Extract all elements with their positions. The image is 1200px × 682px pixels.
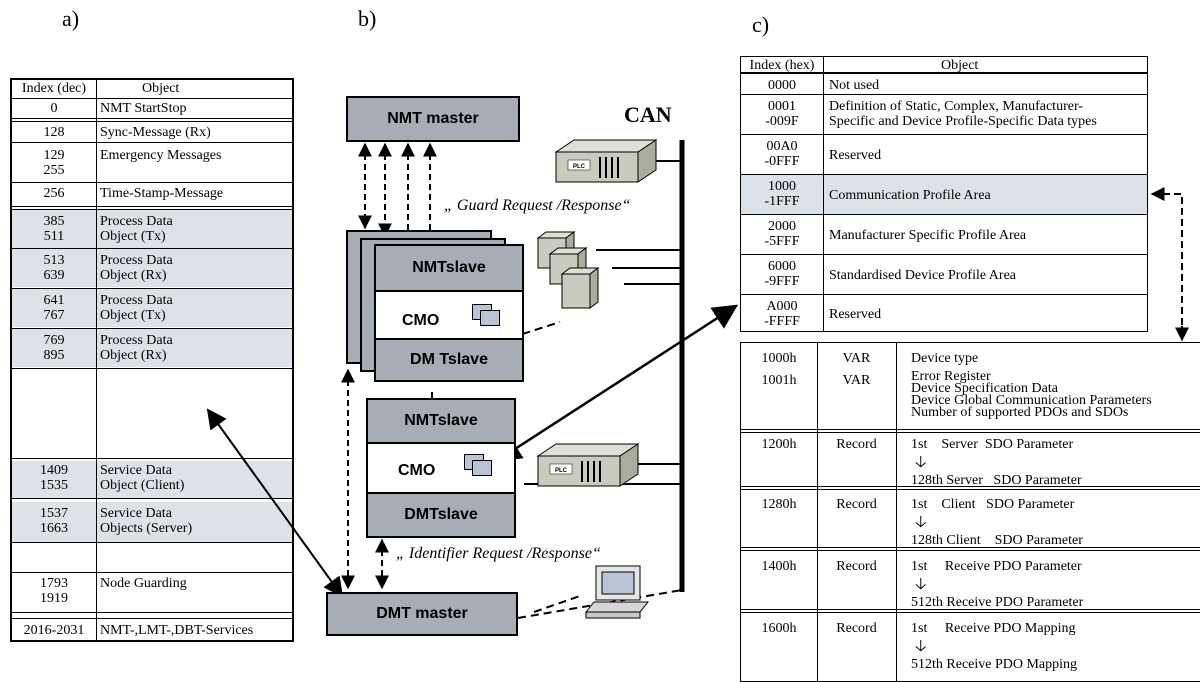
nmt-slave-box: NMTslave	[374, 244, 524, 292]
nmt-master-label: NMT master	[387, 110, 479, 127]
can-bus-label: CAN	[624, 102, 672, 127]
down-arrow-icon: 🡣	[915, 514, 927, 531]
nmt-master-box: NMT master	[346, 96, 520, 142]
io-module-icon	[536, 231, 600, 309]
dm-tslave-box: DM Tslave	[374, 338, 524, 382]
panel-label-b: b)	[358, 6, 377, 31]
panel-label-a: a)	[62, 6, 80, 31]
dm-tslave-label: DM Tslave	[410, 351, 488, 368]
cmo-label: CMO	[402, 312, 440, 329]
down-arrow-icon: 🡣	[915, 638, 927, 655]
computer-icon	[584, 565, 650, 619]
nmt-slave-box-2: NMTslave	[366, 398, 516, 444]
identifier-note: „ Identifier Request /Response“	[396, 545, 601, 562]
header-object-c: Object	[941, 58, 979, 73]
table-a-header: Index (dec) Object	[12, 80, 292, 98]
nmt-slave-label: NMTslave	[412, 259, 486, 276]
upper-slave-device: NMTslave CMO DM Tslave	[374, 244, 524, 382]
down-arrow-icon: 🡣	[915, 454, 927, 471]
svg-text:PLC: PLC	[555, 468, 568, 474]
cmo-label-2: CMO	[398, 462, 436, 479]
plc-device-icon: PLC	[554, 139, 658, 183]
lower-slave-device: NMTslave CMO DMTslave	[366, 398, 516, 538]
svg-text:PLC: PLC	[573, 164, 586, 170]
down-arrow-icon: 🡣	[915, 576, 927, 593]
plc-device-icon: PLC	[536, 443, 640, 487]
panel-label-c: c)	[752, 12, 770, 37]
table-c-header: Index (hex) Object	[741, 57, 1147, 74]
dmt-slave-label: DMTslave	[404, 506, 478, 523]
guard-note: „ Guard Request /Response“	[444, 197, 631, 214]
header-index-dec: Index (dec)	[21, 81, 87, 96]
dmt-master-box: DMT master	[326, 592, 518, 636]
dmt-slave-box: DMTslave	[366, 492, 516, 538]
dmt-master-label: DMT master	[376, 605, 468, 622]
nmt-slave-label-2: NMTslave	[404, 412, 478, 429]
header-index-hex: Index (hex)	[749, 58, 815, 73]
header-object: Object	[142, 81, 180, 96]
